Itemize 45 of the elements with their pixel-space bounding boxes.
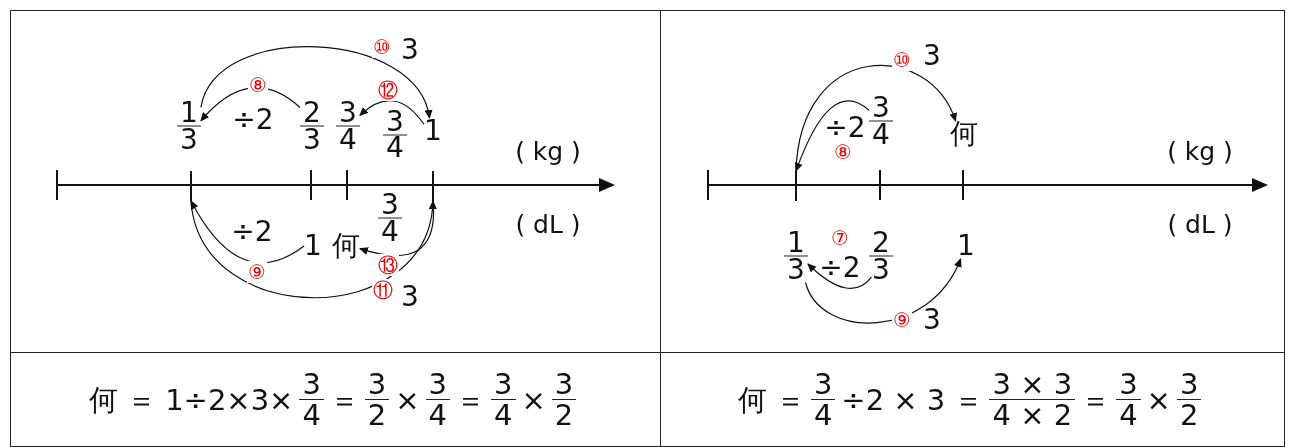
curved-arrow (200, 46, 431, 119)
curved-arrow (795, 100, 870, 172)
fraction: 2 3 (869, 229, 893, 283)
tick-mark (432, 171, 434, 201)
fraction: 1 3 (177, 99, 201, 153)
curved-arrow (359, 100, 425, 126)
step-number: ⑬ (377, 254, 399, 276)
unit-label: ( kg ) (1167, 139, 1233, 165)
operation-label: 3 (401, 37, 419, 63)
fraction-denominator: 4 (381, 219, 399, 245)
step-number: ⑩ (892, 49, 912, 71)
fraction: 2 3 (300, 99, 324, 153)
value-label: 1 (424, 118, 442, 144)
unit-label: ( dL ) (515, 212, 581, 238)
curved-arrow (190, 200, 436, 299)
value-label: 何 (332, 233, 360, 259)
operation-label: 3 (401, 284, 419, 310)
tick-mark (190, 171, 192, 201)
step-number: ⑫ (377, 79, 399, 101)
fraction-denominator: 4 (386, 135, 404, 161)
curved-arrow (807, 263, 873, 289)
step-number: ⑨ (247, 261, 267, 283)
curved-arrow (190, 200, 305, 264)
tick-mark (795, 171, 797, 201)
curved-arrow (359, 200, 435, 257)
operation-label: 3 (923, 43, 941, 69)
fraction: 3 4 (869, 94, 893, 148)
fraction: 1 3 (784, 229, 808, 283)
fraction-numerator: 3 (378, 191, 402, 219)
value-label: 1 (304, 233, 322, 259)
fraction: 3 4 (336, 99, 360, 153)
step-number: ⑩ (372, 36, 392, 58)
fraction-numerator: 3 (383, 108, 407, 136)
operation-label: ÷2 (819, 255, 861, 281)
curved-arrow (804, 258, 962, 324)
step-number: ⑪ (372, 279, 394, 301)
curved-arrow (795, 64, 957, 172)
unit-label: ( kg ) (515, 139, 581, 165)
operation-label: ÷2 (824, 115, 866, 141)
operation-label: ÷2 (232, 107, 274, 133)
value-label: 1 (957, 233, 975, 259)
unit-label: ( dL ) (1167, 212, 1233, 238)
operation-label: ÷2 (231, 219, 273, 245)
operation-label: 3 (923, 307, 941, 333)
value-label: 何 (950, 121, 978, 147)
